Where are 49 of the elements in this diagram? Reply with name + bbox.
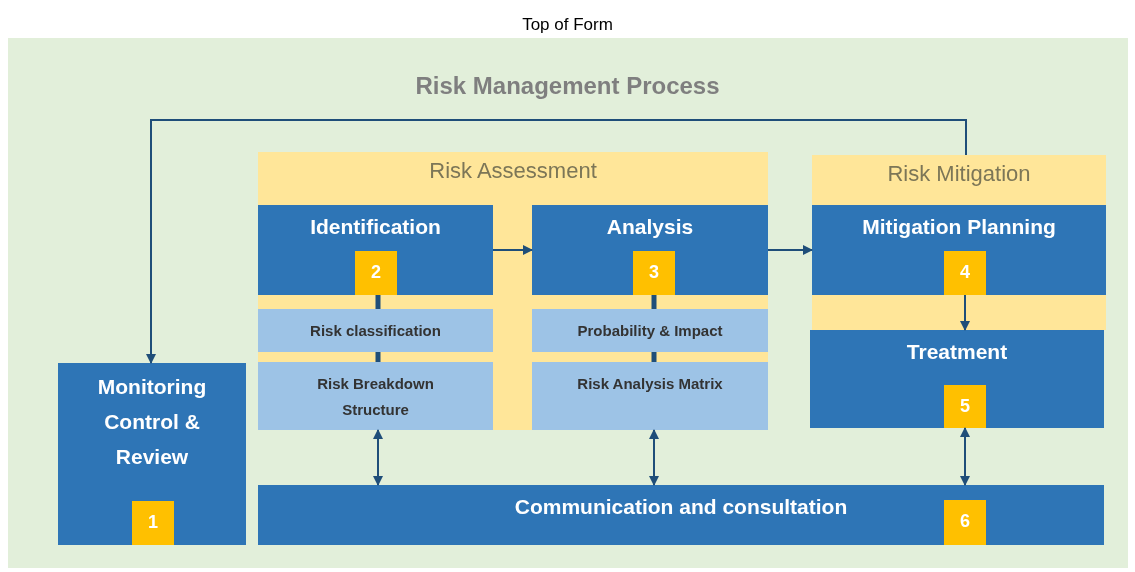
node-label: Monitoring Control & Review — [96, 374, 208, 470]
subprocess-box — [258, 362, 493, 430]
arrow — [767, 245, 813, 255]
node-label: Identification — [309, 214, 442, 239]
diagram-title: Risk Management Process — [414, 72, 721, 100]
stage-band — [258, 152, 768, 430]
connector-line — [651, 295, 657, 309]
node-label: 2 — [370, 261, 382, 284]
node-label: Risk Breakdown Structure — [316, 374, 435, 420]
node-label: 4 — [959, 261, 971, 284]
connector-line — [375, 352, 381, 362]
node-label: 5 — [959, 395, 971, 418]
step-number-badge — [944, 500, 986, 545]
node-label: Probability & Impact — [576, 321, 724, 341]
process-box — [258, 485, 1104, 545]
stage-band — [812, 155, 1106, 330]
arrow — [960, 427, 970, 486]
node-label: Risk Analysis Matrix — [576, 374, 724, 394]
node-label: 3 — [648, 261, 660, 284]
arrow — [373, 429, 383, 486]
node-label: Communication and consultation — [513, 494, 849, 519]
connector-line — [651, 352, 657, 362]
step-number-badge — [944, 251, 986, 295]
node-label: Mitigation Planning — [861, 214, 1057, 239]
subprocess-box — [258, 309, 493, 352]
process-box — [58, 363, 246, 545]
node-label: Risk Assessment — [428, 157, 598, 184]
step-number-badge — [944, 385, 986, 428]
node-label: 6 — [959, 510, 971, 533]
arrow — [649, 429, 659, 486]
subprocess-box — [532, 362, 768, 430]
step-number-badge — [355, 251, 397, 295]
process-box — [258, 205, 493, 295]
step-number-badge — [132, 501, 174, 545]
arrow — [146, 119, 967, 364]
node-label: Risk classification — [309, 321, 442, 341]
node-label: Analysis — [605, 214, 695, 239]
arrow — [960, 294, 970, 331]
connector-line — [375, 295, 381, 309]
form-caption: Top of Form — [521, 15, 614, 35]
node-label: Treatment — [905, 339, 1009, 364]
process-box — [812, 205, 1106, 295]
arrow — [492, 245, 533, 255]
node-label: Risk Mitigation — [886, 160, 1032, 187]
process-box — [810, 330, 1104, 428]
subprocess-box — [532, 309, 768, 352]
process-box — [532, 205, 768, 295]
node-label: 1 — [147, 511, 159, 534]
step-number-badge — [633, 251, 675, 295]
